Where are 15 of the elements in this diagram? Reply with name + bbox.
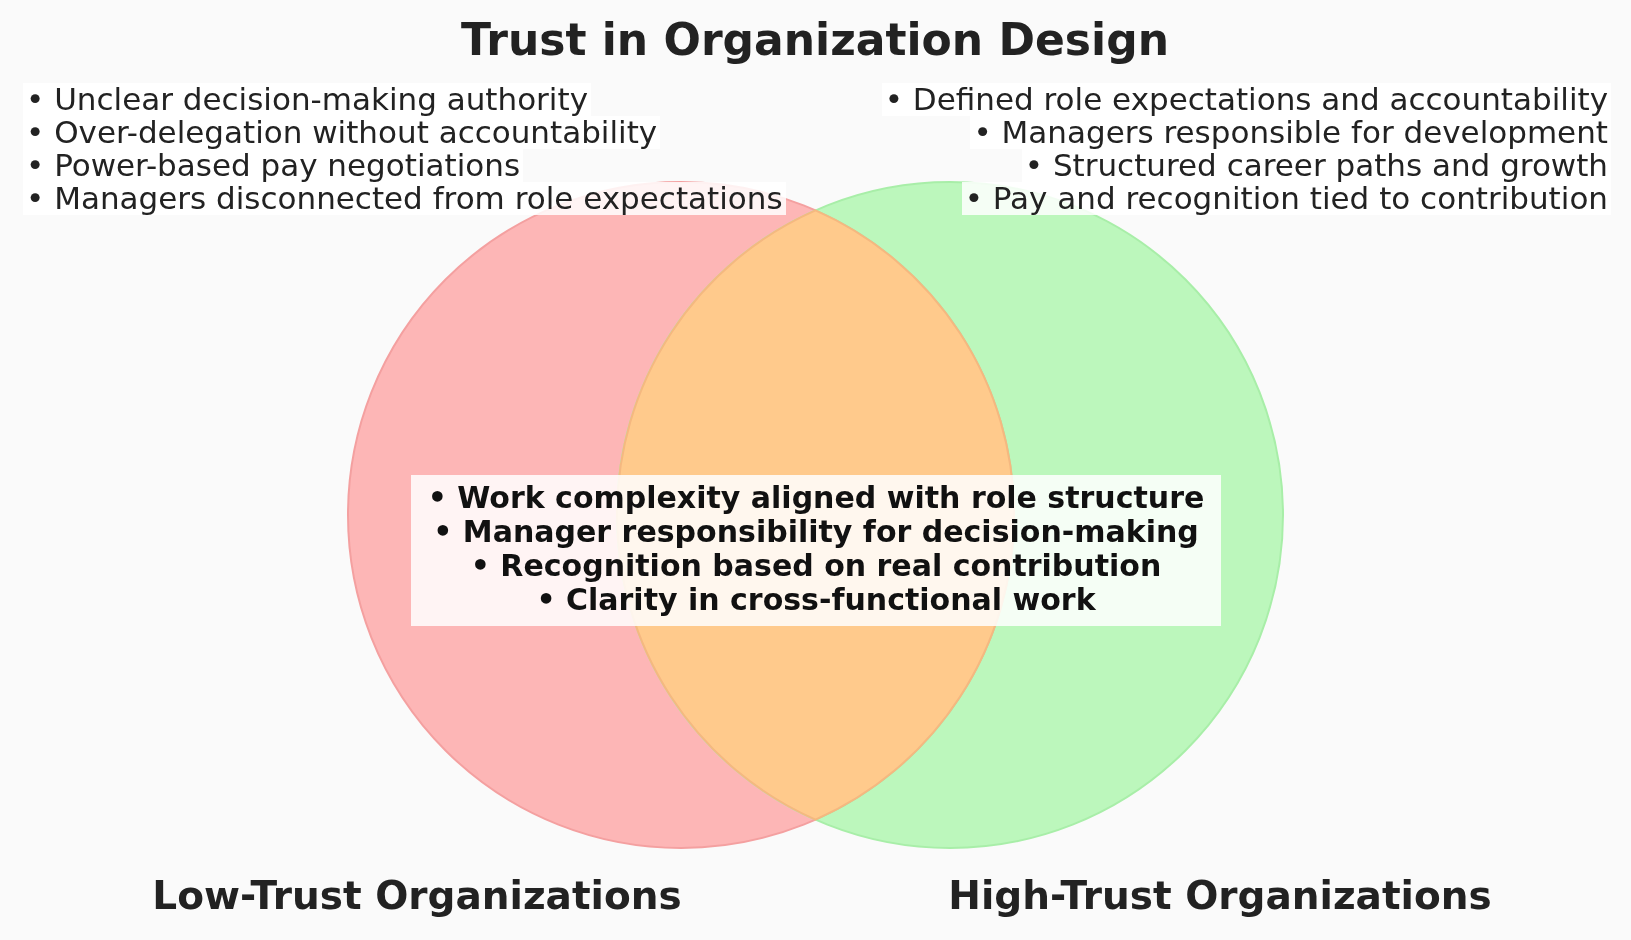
circle-heading: High-Trust Organizations — [948, 873, 1492, 918]
circle-heading: Low-Trust Organizations — [152, 873, 682, 918]
bullet-item: • Manager responsibility for decision-making — [432, 515, 1200, 549]
bullet-item: • Unclear decision-making authority — [23, 83, 591, 116]
bullet-item: • Managers disconnected from role expectations — [23, 182, 786, 215]
diagram-title: Trust in Organization Design — [461, 14, 1169, 65]
bullet-item: • Structured career paths and growth — [1021, 149, 1611, 182]
bullet-item: • Power-based pay negotiations — [23, 149, 524, 182]
bullet-item: • Recognition based on real contribution — [469, 549, 1163, 583]
bullet-item: • Managers responsible for development — [970, 116, 1611, 149]
bullet-item: • Clarity in cross-functional work — [535, 583, 1097, 617]
bullet-item: • Pay and recognition tied to contribution — [961, 182, 1611, 215]
bullet-item: • Over-delegation without accountability — [23, 116, 661, 149]
bullet-item: • Work complexity aligned with role structure — [426, 481, 1206, 515]
bullet-item: • Defined role expectations and accountability — [881, 83, 1611, 116]
